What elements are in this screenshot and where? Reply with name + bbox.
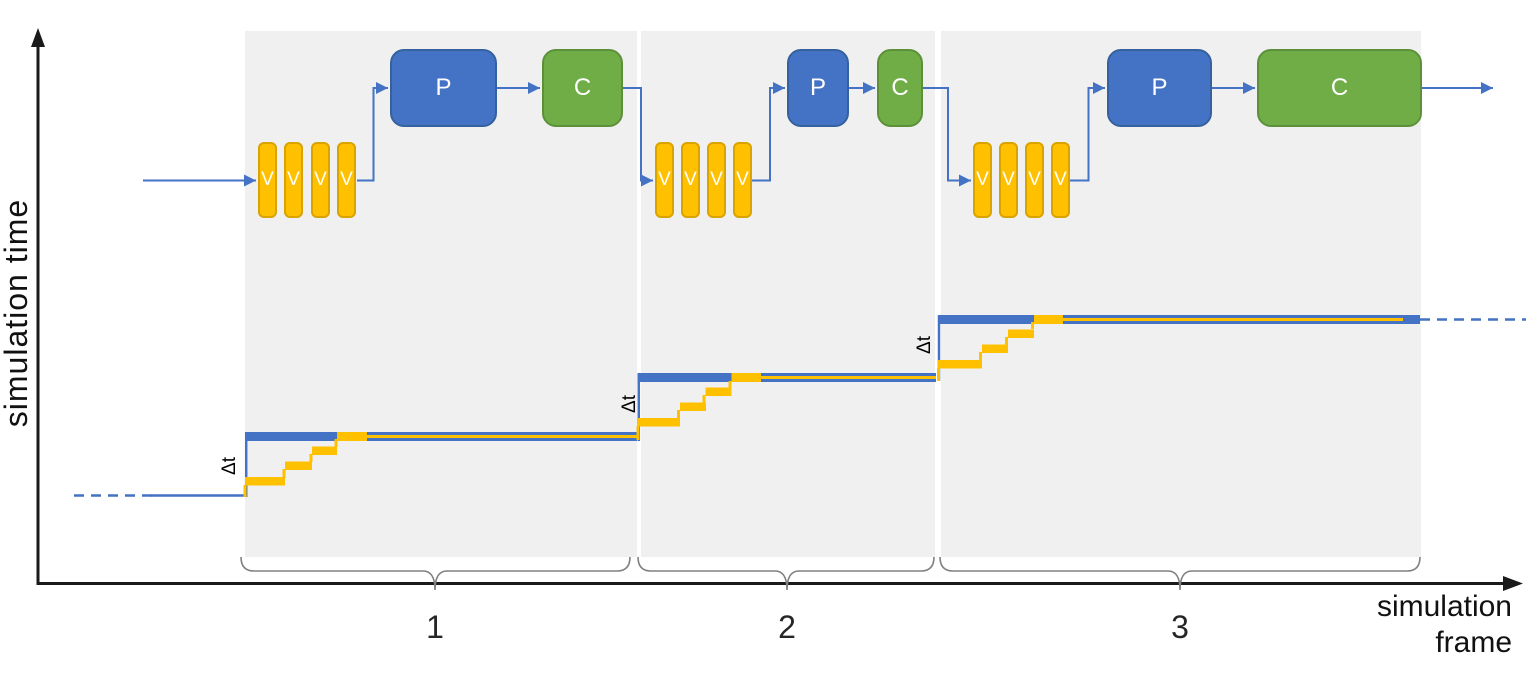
v-block: V bbox=[337, 142, 356, 218]
yellow-substep bbox=[1034, 315, 1063, 324]
x-axis-label-line1: simulation bbox=[1376, 590, 1512, 623]
v-block: V bbox=[999, 142, 1018, 218]
c-block: C bbox=[877, 49, 923, 127]
yellow-riser bbox=[243, 485, 247, 497]
time-staircase bbox=[74, 315, 1526, 497]
c-block-label: C bbox=[1330, 74, 1349, 101]
yellow-riser bbox=[677, 410, 680, 418]
yellow-substep bbox=[1008, 329, 1034, 338]
delta-t-label-1: Δt bbox=[218, 457, 240, 475]
yellow-substeps-3 bbox=[937, 315, 1403, 381]
brace-frame-1 bbox=[240, 556, 631, 591]
v-block-label: V bbox=[684, 169, 697, 190]
frame-braces bbox=[240, 556, 1421, 591]
v-block: V bbox=[311, 142, 330, 218]
p-block-label: P bbox=[809, 74, 826, 101]
brace-frame-3 bbox=[939, 556, 1421, 591]
v-block: V bbox=[284, 142, 303, 218]
v-block-label: V bbox=[1028, 169, 1041, 190]
yellow-substep bbox=[731, 373, 761, 382]
flow-arrow-v-to-p-3 bbox=[1070, 82, 1105, 182]
c-block-label: C bbox=[891, 74, 909, 101]
yellow-substeps-1 bbox=[243, 432, 637, 497]
yellow-riser bbox=[636, 426, 640, 440]
flow-arrows bbox=[143, 82, 1493, 187]
x-axis-label: simulation frame bbox=[1330, 589, 1512, 661]
v-block-label: V bbox=[976, 169, 989, 190]
yellow-synced-stripe bbox=[367, 435, 637, 438]
flow-arrow-c1-to-frame-2 bbox=[623, 87, 653, 187]
p-block-label: P bbox=[1151, 74, 1168, 101]
v-block-label: V bbox=[340, 169, 353, 190]
v-block-label: V bbox=[314, 169, 327, 190]
frame-2-number: 2 bbox=[778, 609, 796, 645]
v-block-label: V bbox=[710, 169, 723, 190]
v-block: V bbox=[655, 142, 674, 218]
axes bbox=[31, 28, 1523, 591]
p-block: P bbox=[1107, 49, 1212, 127]
frame-3-number: 3 bbox=[1171, 609, 1189, 645]
p-block: P bbox=[787, 49, 849, 127]
delta-t-label-3: Δt bbox=[914, 336, 935, 354]
yellow-substep bbox=[680, 402, 706, 411]
yellow-substep bbox=[337, 432, 367, 441]
yellow-substep bbox=[938, 360, 982, 369]
x-axis-label-line2: frame bbox=[1435, 626, 1512, 659]
c-block: C bbox=[1257, 49, 1422, 127]
yellow-riser bbox=[979, 352, 982, 360]
yellow-riser bbox=[728, 381, 732, 388]
delta-t-label-2: Δt bbox=[619, 395, 640, 413]
yellow-substep bbox=[245, 477, 285, 486]
v-block: V bbox=[733, 142, 752, 218]
v-block-label: V bbox=[261, 169, 274, 190]
yellow-substep bbox=[285, 461, 312, 470]
y-axis-arrowhead-icon bbox=[31, 28, 45, 47]
v-block-label: V bbox=[1054, 169, 1067, 190]
yellow-riser bbox=[1031, 322, 1034, 329]
v-block-label: V bbox=[287, 169, 300, 190]
yellow-riser bbox=[334, 439, 338, 447]
x-axis-arrowhead-icon bbox=[1503, 576, 1523, 591]
v-block: V bbox=[707, 142, 726, 218]
yellow-substep bbox=[982, 344, 1008, 353]
yellow-riser bbox=[937, 368, 940, 381]
flow-arrow-v-to-p-1 bbox=[357, 82, 388, 182]
v-block-label: V bbox=[658, 169, 671, 190]
v-block: V bbox=[1025, 142, 1044, 218]
frame-1-number: 1 bbox=[426, 609, 444, 645]
v-block-label: V bbox=[736, 169, 749, 190]
c-block: C bbox=[542, 49, 623, 127]
v-block-label: V bbox=[1002, 169, 1015, 190]
yellow-substep bbox=[638, 418, 680, 427]
yellow-synced-stripe bbox=[761, 376, 936, 379]
v-block: V bbox=[681, 142, 700, 218]
c-block-label: C bbox=[573, 74, 592, 101]
yellow-riser bbox=[282, 469, 286, 478]
yellow-substeps-2 bbox=[636, 373, 936, 440]
yellow-synced-stripe bbox=[1063, 318, 1403, 321]
flow-arrow-c2-to-frame-3 bbox=[923, 87, 971, 187]
v-block: V bbox=[973, 142, 992, 218]
yellow-substep bbox=[312, 446, 337, 455]
p-block-label: P bbox=[435, 74, 452, 101]
v-block: V bbox=[1051, 142, 1070, 218]
p-block: P bbox=[390, 49, 497, 127]
v-block: V bbox=[258, 142, 277, 218]
yellow-substep bbox=[705, 387, 732, 396]
y-axis-label: simulation time bbox=[0, 198, 34, 428]
flow-arrow-v-to-p-2 bbox=[752, 82, 785, 182]
brace-frame-2 bbox=[637, 556, 935, 591]
yellow-riser bbox=[702, 395, 706, 403]
yellow-riser bbox=[1005, 337, 1008, 345]
yellow-riser bbox=[309, 454, 313, 462]
